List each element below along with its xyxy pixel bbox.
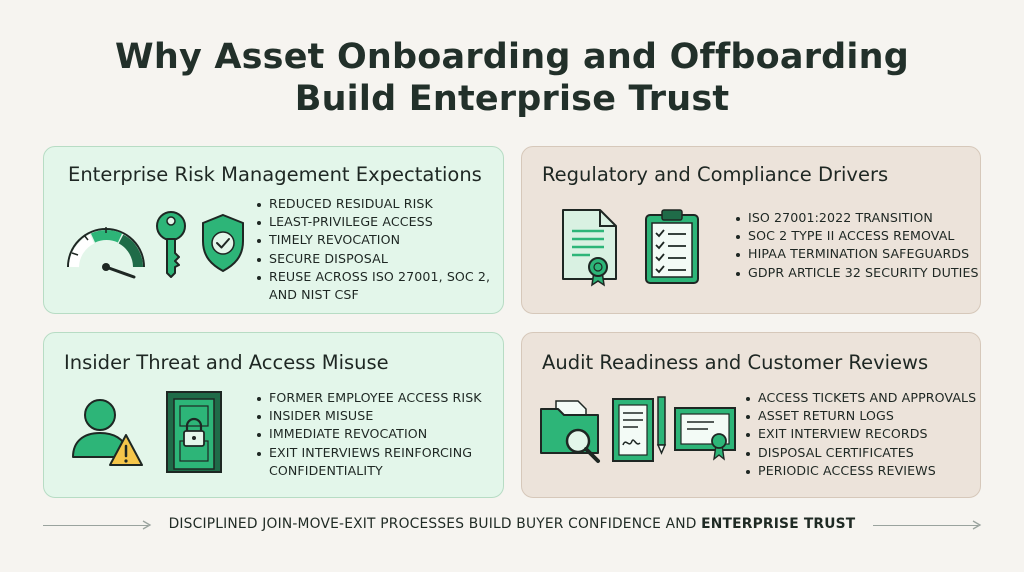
arrow-right-icon bbox=[142, 520, 152, 530]
risk-bullets: REDUCED RESIDUAL RISK LEAST-PRIVILEGE AC… bbox=[257, 195, 490, 304]
list-item: ISO 27001:2022 TRANSITION bbox=[736, 209, 979, 227]
list-item: ACCESS TICKETS AND APPROVALS bbox=[746, 389, 976, 407]
audit-bullets: ACCESS TICKETS AND APPROVALS ASSET RETUR… bbox=[746, 389, 976, 480]
footer-tagline: DISCIPLINED JOIN-MOVE-EXIT PROCESSES BUI… bbox=[0, 516, 1024, 532]
list-item: EXIT INTERVIEWS REINFORCING bbox=[257, 444, 482, 462]
list-item: TIMELY REVOCATION bbox=[257, 231, 490, 249]
audit-card: Audit Readiness and Customer Reviews ACC… bbox=[521, 332, 981, 498]
list-item: PERIODIC ACCESS REVIEWS bbox=[746, 462, 976, 480]
list-item: DISPOSAL CERTIFICATES bbox=[746, 444, 976, 462]
certificate-document-icon bbox=[562, 209, 617, 287]
list-item: FORMER EMPLOYEE ACCESS RISK bbox=[257, 389, 482, 407]
list-item: HIPAA TERMINATION SAFEGUARDS bbox=[736, 245, 979, 263]
list-item: GDPR ARTICLE 32 SECURITY DUTIES bbox=[736, 264, 979, 282]
risk-card-title: Enterprise Risk Management Expectations bbox=[68, 163, 482, 186]
list-item-continued: AND NIST CSF bbox=[269, 287, 359, 303]
list-item: EXIT INTERVIEW RECORDS bbox=[746, 425, 976, 443]
checklist-clipboard-icon bbox=[645, 209, 699, 284]
list-item: INSIDER MISUSE bbox=[257, 407, 482, 425]
footer-line-left bbox=[43, 525, 148, 526]
title-line-1: Why Asset Onboarding and Offboarding bbox=[115, 37, 909, 77]
regulatory-card-title: Regulatory and Compliance Drivers bbox=[542, 163, 889, 186]
insider-bullets: FORMER EMPLOYEE ACCESS RISK INSIDER MISU… bbox=[257, 389, 482, 480]
shield-check-icon bbox=[202, 213, 244, 273]
page-title: Why Asset Onboarding and Offboarding Bui… bbox=[0, 36, 1024, 120]
list-item: ASSET RETURN LOGS bbox=[746, 407, 976, 425]
audit-card-title: Audit Readiness and Customer Reviews bbox=[542, 351, 929, 374]
list-item: REUSE ACROSS ISO 27001, SOC 2, bbox=[257, 268, 490, 286]
list-item: IMMEDIATE REVOCATION bbox=[257, 425, 482, 443]
arrow-right-icon bbox=[972, 520, 982, 530]
list-item-continued: CONFIDENTIALITY bbox=[269, 462, 383, 478]
title-line-2: Build Enterprise Trust bbox=[294, 79, 730, 119]
regulatory-card: Regulatory and Compliance Drivers ISO 27… bbox=[521, 146, 981, 314]
list-item: SECURE DISPOSAL bbox=[257, 250, 490, 268]
signed-document-icon bbox=[612, 396, 667, 462]
list-item: SOC 2 TYPE II ACCESS REMOVAL bbox=[736, 227, 979, 245]
footer-text: DISCIPLINED JOIN-MOVE-EXIT PROCESSES BUI… bbox=[168, 516, 702, 532]
footer-emphasis: ENTERPRISE TRUST bbox=[701, 516, 856, 532]
insider-card: Insider Threat and Access Misuse FORMER … bbox=[43, 332, 504, 498]
user-warning-icon bbox=[72, 399, 143, 466]
list-item: LEAST-PRIVILEGE ACCESS bbox=[257, 213, 490, 231]
gauge-icon bbox=[67, 227, 145, 279]
certificate-icon bbox=[674, 407, 736, 461]
insider-card-title: Insider Threat and Access Misuse bbox=[64, 351, 389, 374]
list-item: REDUCED RESIDUAL RISK bbox=[257, 195, 490, 213]
footer-line-right bbox=[873, 525, 978, 526]
folder-search-icon bbox=[540, 400, 600, 463]
regulatory-bullets: ISO 27001:2022 TRANSITION SOC 2 TYPE II … bbox=[736, 209, 979, 282]
locked-door-icon bbox=[166, 391, 222, 473]
risk-card: Enterprise Risk Management Expectations … bbox=[43, 146, 504, 314]
key-icon bbox=[156, 211, 186, 278]
